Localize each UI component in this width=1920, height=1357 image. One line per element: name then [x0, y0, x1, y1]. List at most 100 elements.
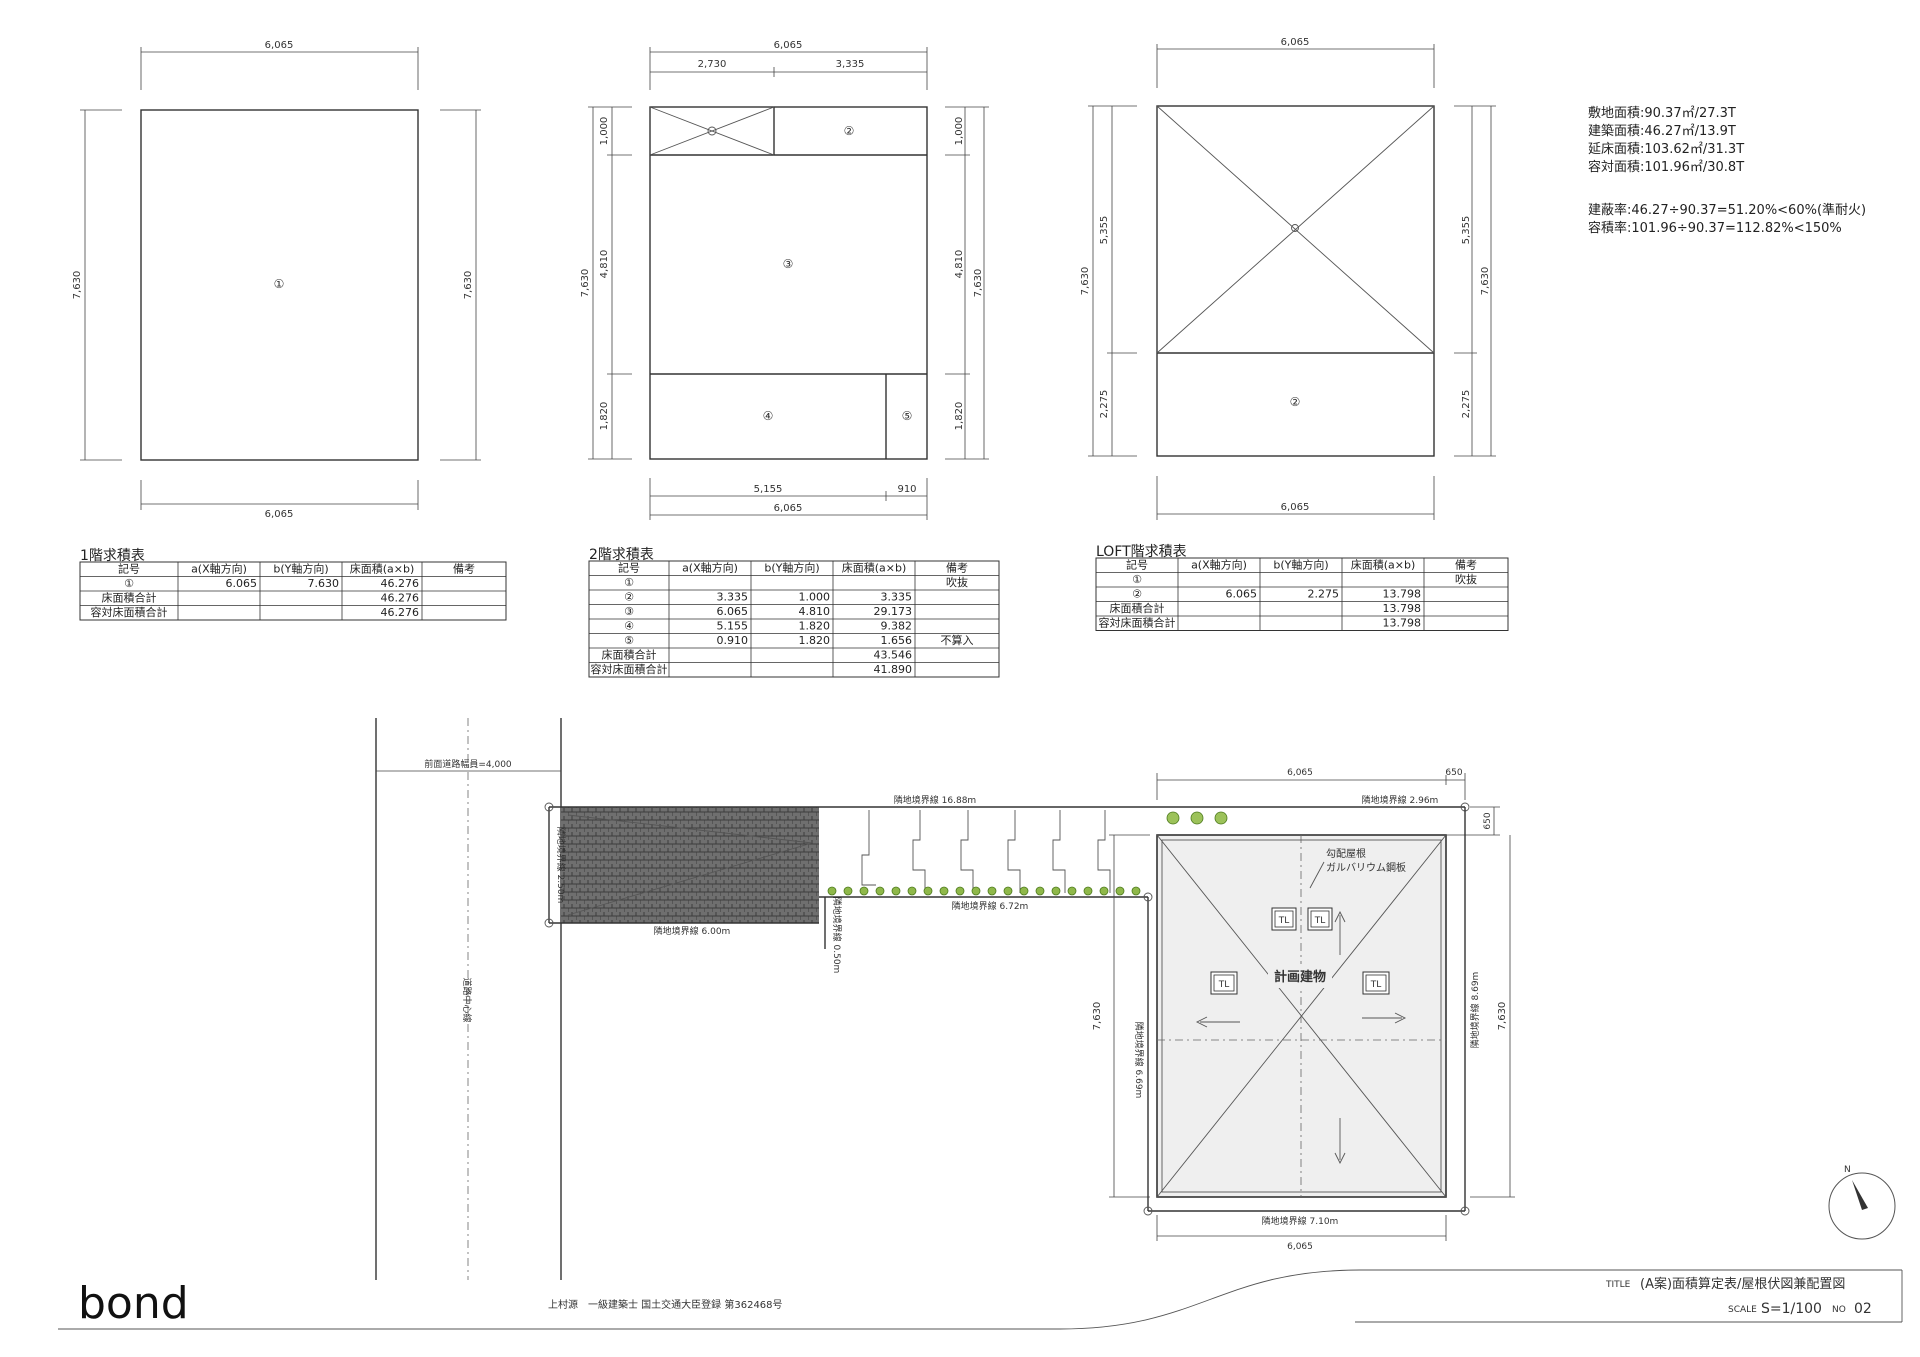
table-cell: 不算入 [941, 633, 974, 647]
boundary-lower: 隣地境界線 6.00m [654, 925, 731, 937]
compass-icon [1828, 1172, 1896, 1240]
svg-text:TL: TL [1370, 980, 1382, 990]
table-header-cell: a(X軸方向) [191, 562, 247, 576]
boundary-right: 隣地境界線 8.69m [1469, 972, 1481, 1049]
table-cell: 1.656 [881, 634, 913, 647]
summary-floor-area-ratio: 容積率:101.96÷90.37=112.82%<150% [1588, 220, 1842, 236]
summary-total-floor-area: 延床面積:103.62㎡/31.3T [1588, 142, 1744, 157]
svg-text:5,155: 5,155 [754, 484, 783, 495]
svg-text:4,810: 4,810 [954, 250, 965, 279]
table-header-cell: a(X軸方向) [1191, 558, 1247, 572]
summary-volume-area: 容対面積:101.96㎡/30.8T [1588, 159, 1744, 175]
table-cell: ② [624, 591, 634, 604]
boundary-top-short: 隣地境界線 2.96m [1362, 794, 1439, 806]
table-cell: ⑤ [624, 634, 634, 647]
first-floor-plan: ① 6,065 6,065 7,630 7,630 [72, 40, 481, 520]
loft-dim-bottom: 6,065 [1156, 476, 1435, 520]
brand-logo: bond [78, 1278, 189, 1329]
summary-building-area: 建築面積:46.27㎡/13.9T [1588, 124, 1736, 139]
table-cell: ① [624, 576, 634, 589]
site-dim-right-top: 650 [1446, 806, 1500, 836]
table-header-cell: 記号 [118, 562, 140, 576]
table-cell: 容対床面積合計 [91, 605, 168, 619]
svg-text:3,335: 3,335 [836, 59, 865, 70]
site-dim-left: 7,630 [1092, 834, 1150, 1198]
shrub-icon [1099, 886, 1109, 896]
table-cell: 6.065 [1226, 588, 1258, 601]
table-cell: 7.630 [308, 577, 340, 590]
table-cell: 46.276 [381, 592, 420, 605]
table-cell: 1.820 [799, 620, 831, 633]
road-center-label: 道路中心線 [461, 977, 473, 1022]
shrub-icon [1131, 886, 1141, 896]
second-floor-dim-left: 7,630 1,000 4,810 1,820 [580, 106, 632, 460]
shrub-icon [875, 886, 885, 896]
summary-site-area: 敷地面積:90.37㎡/27.3T [1588, 106, 1736, 121]
svg-text:7,630: 7,630 [1497, 1002, 1508, 1031]
svg-text:7,630: 7,630 [973, 269, 984, 298]
svg-text:7,630: 7,630 [1092, 1002, 1103, 1031]
loft-dim-left: 7,630 5,355 2,275 [1080, 105, 1137, 457]
second-floor-area-2-label: ② [844, 124, 855, 138]
road-width-label: 前面道路幅員=4,000 [424, 758, 512, 770]
shrub-icon [955, 886, 965, 896]
table-cell: 2.275 [1308, 588, 1340, 601]
table-cell: 吹抜 [946, 575, 968, 589]
table-header-cell: 記号 [618, 561, 640, 575]
table-cell: ① [124, 577, 134, 590]
table-header-cell: 床面積(a×b) [842, 561, 907, 575]
svg-text:TL: TL [1278, 916, 1290, 926]
svg-text:7,630: 7,630 [1480, 267, 1491, 296]
table-header-cell: 備考 [946, 562, 968, 575]
second-floor-dim-right: 7,630 1,000 4,810 1,820 [945, 106, 989, 460]
table-header-cell: a(X軸方向) [682, 561, 738, 575]
first-floor-dim-bottom: 6,065 [140, 480, 419, 520]
table-cell: 9.382 [881, 620, 913, 633]
scale-value: S=1/100 [1761, 1301, 1822, 1317]
tl-mark-1: TL [1271, 907, 1297, 931]
first-floor-area-1-label: ① [274, 277, 285, 291]
shrub-icon [907, 886, 917, 896]
title-label: TITLE [1605, 1280, 1631, 1290]
roof-note-1: 勾配屋根 [1326, 847, 1366, 860]
table-header-cell: 記号 [1126, 558, 1148, 572]
svg-text:6,065: 6,065 [1281, 37, 1310, 48]
shrub-icon [1214, 811, 1228, 825]
boundary-vert-small: 隣地境界線 0.50m [831, 897, 843, 974]
table-title: LOFT階求積表 [1096, 544, 1187, 560]
table-header-cell: 備考 [1455, 559, 1477, 572]
shrub-icon [987, 886, 997, 896]
table-cell: 吹抜 [1455, 572, 1477, 586]
first-floor-dim-right: 7,630 [440, 109, 481, 461]
table-cell: 6.065 [226, 577, 258, 590]
svg-text:6,065: 6,065 [774, 40, 803, 51]
second-floor-area-3-label: ③ [783, 257, 794, 271]
svg-text:2,275: 2,275 [1461, 390, 1472, 419]
svg-text:1,000: 1,000 [599, 117, 610, 146]
loft-dim-right: 7,630 5,355 2,275 [1454, 105, 1496, 457]
second-floor-plan: ② ③ ④ ⑤ 6,065 2,730 3,335 5,155 910 6,06… [580, 40, 989, 520]
scale-label: SCALE [1728, 1305, 1757, 1315]
table-cell: 13.798 [1383, 617, 1422, 630]
loft-dim-top: 6,065 [1156, 37, 1435, 88]
svg-text:6,065: 6,065 [1281, 502, 1310, 513]
svg-text:7,630: 7,630 [1080, 267, 1091, 296]
sheet-no-label: NO [1832, 1305, 1846, 1315]
planned-building-label: 計画建物 [1274, 969, 1326, 985]
table-cell: 46.276 [381, 577, 420, 590]
table-cell: 容対床面積合計 [1099, 616, 1176, 630]
table-header-cell: 床面積(a×b) [1351, 558, 1416, 572]
table-cell: 46.276 [381, 606, 420, 619]
svg-text:6,065: 6,065 [265, 509, 294, 520]
shrub-icon [939, 886, 949, 896]
tl-mark-4: TL [1362, 971, 1390, 995]
table-cell: 1.820 [799, 634, 831, 647]
roof-note-2: ガルバリウム鋼板 [1326, 861, 1406, 874]
second-floor-dim-bottom: 5,155 910 6,065 [649, 478, 928, 520]
shrub-icon [1083, 886, 1093, 896]
svg-text:1,820: 1,820 [599, 402, 610, 431]
shrub-icon [1019, 886, 1029, 896]
svg-text:6,065: 6,065 [1287, 1242, 1313, 1252]
